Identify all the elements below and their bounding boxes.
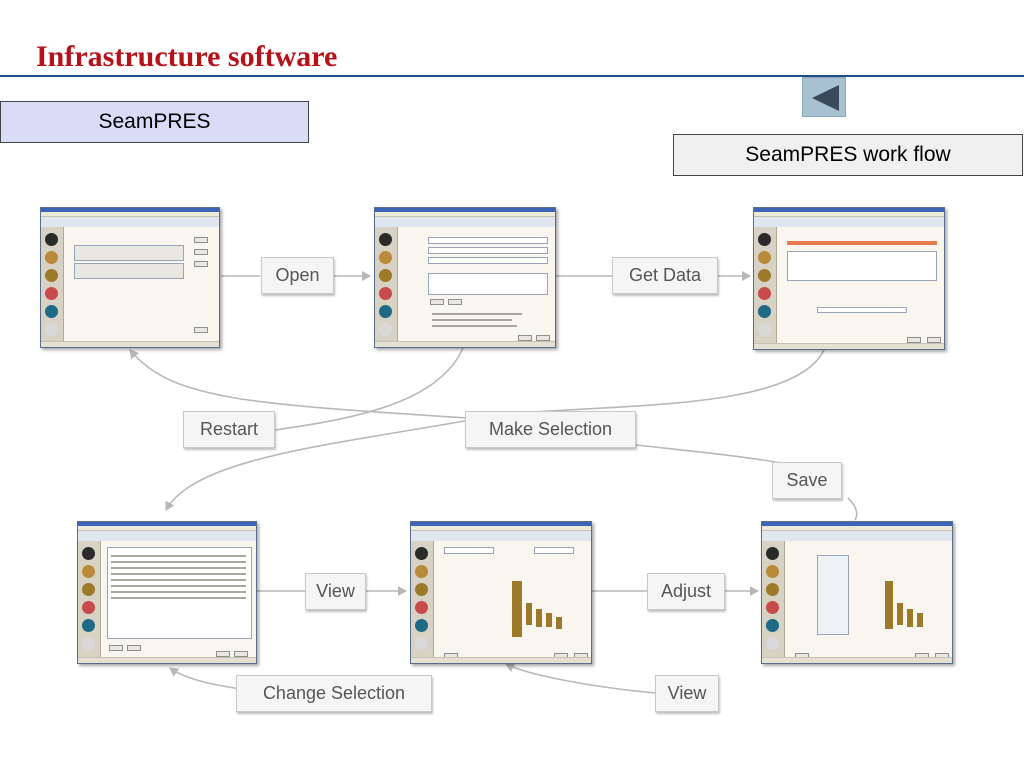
step-open[interactable]: Open bbox=[261, 257, 334, 294]
step-save[interactable]: Save bbox=[772, 462, 842, 499]
screenshot-selection-list bbox=[77, 521, 257, 664]
step-restart[interactable]: Restart bbox=[183, 411, 275, 448]
step-get-data[interactable]: Get Data bbox=[612, 257, 718, 294]
arrow-to-shot2 bbox=[274, 331, 472, 431]
screenshot-get-data bbox=[374, 207, 556, 348]
page-title: Infrastructure software bbox=[36, 40, 338, 73]
arrow-view-return bbox=[505, 663, 656, 694]
title-rule bbox=[0, 75, 1024, 77]
step-change-selection[interactable]: Change Selection bbox=[236, 675, 432, 712]
product-name: SeamPRES bbox=[98, 110, 211, 133]
step-view-bottom[interactable]: View bbox=[655, 675, 719, 712]
arrow-to-save bbox=[635, 444, 791, 466]
product-label: SeamPRES bbox=[0, 101, 309, 143]
arrow-save-shot6 bbox=[847, 497, 858, 521]
workflow-name: SeamPRES work flow bbox=[745, 143, 951, 166]
workflow-label: SeamPRES work flow bbox=[673, 134, 1023, 176]
screenshot-adjust-chart bbox=[761, 521, 953, 664]
back-button[interactable] bbox=[802, 77, 846, 117]
back-triangle-icon bbox=[812, 85, 839, 111]
step-adjust[interactable]: Adjust bbox=[647, 573, 725, 610]
screenshot-make-selection bbox=[753, 207, 945, 350]
screenshot-view-chart bbox=[410, 521, 592, 664]
step-view-left[interactable]: View bbox=[305, 573, 366, 610]
screenshot-open bbox=[40, 207, 220, 348]
step-make-selection[interactable]: Make Selection bbox=[465, 411, 636, 448]
